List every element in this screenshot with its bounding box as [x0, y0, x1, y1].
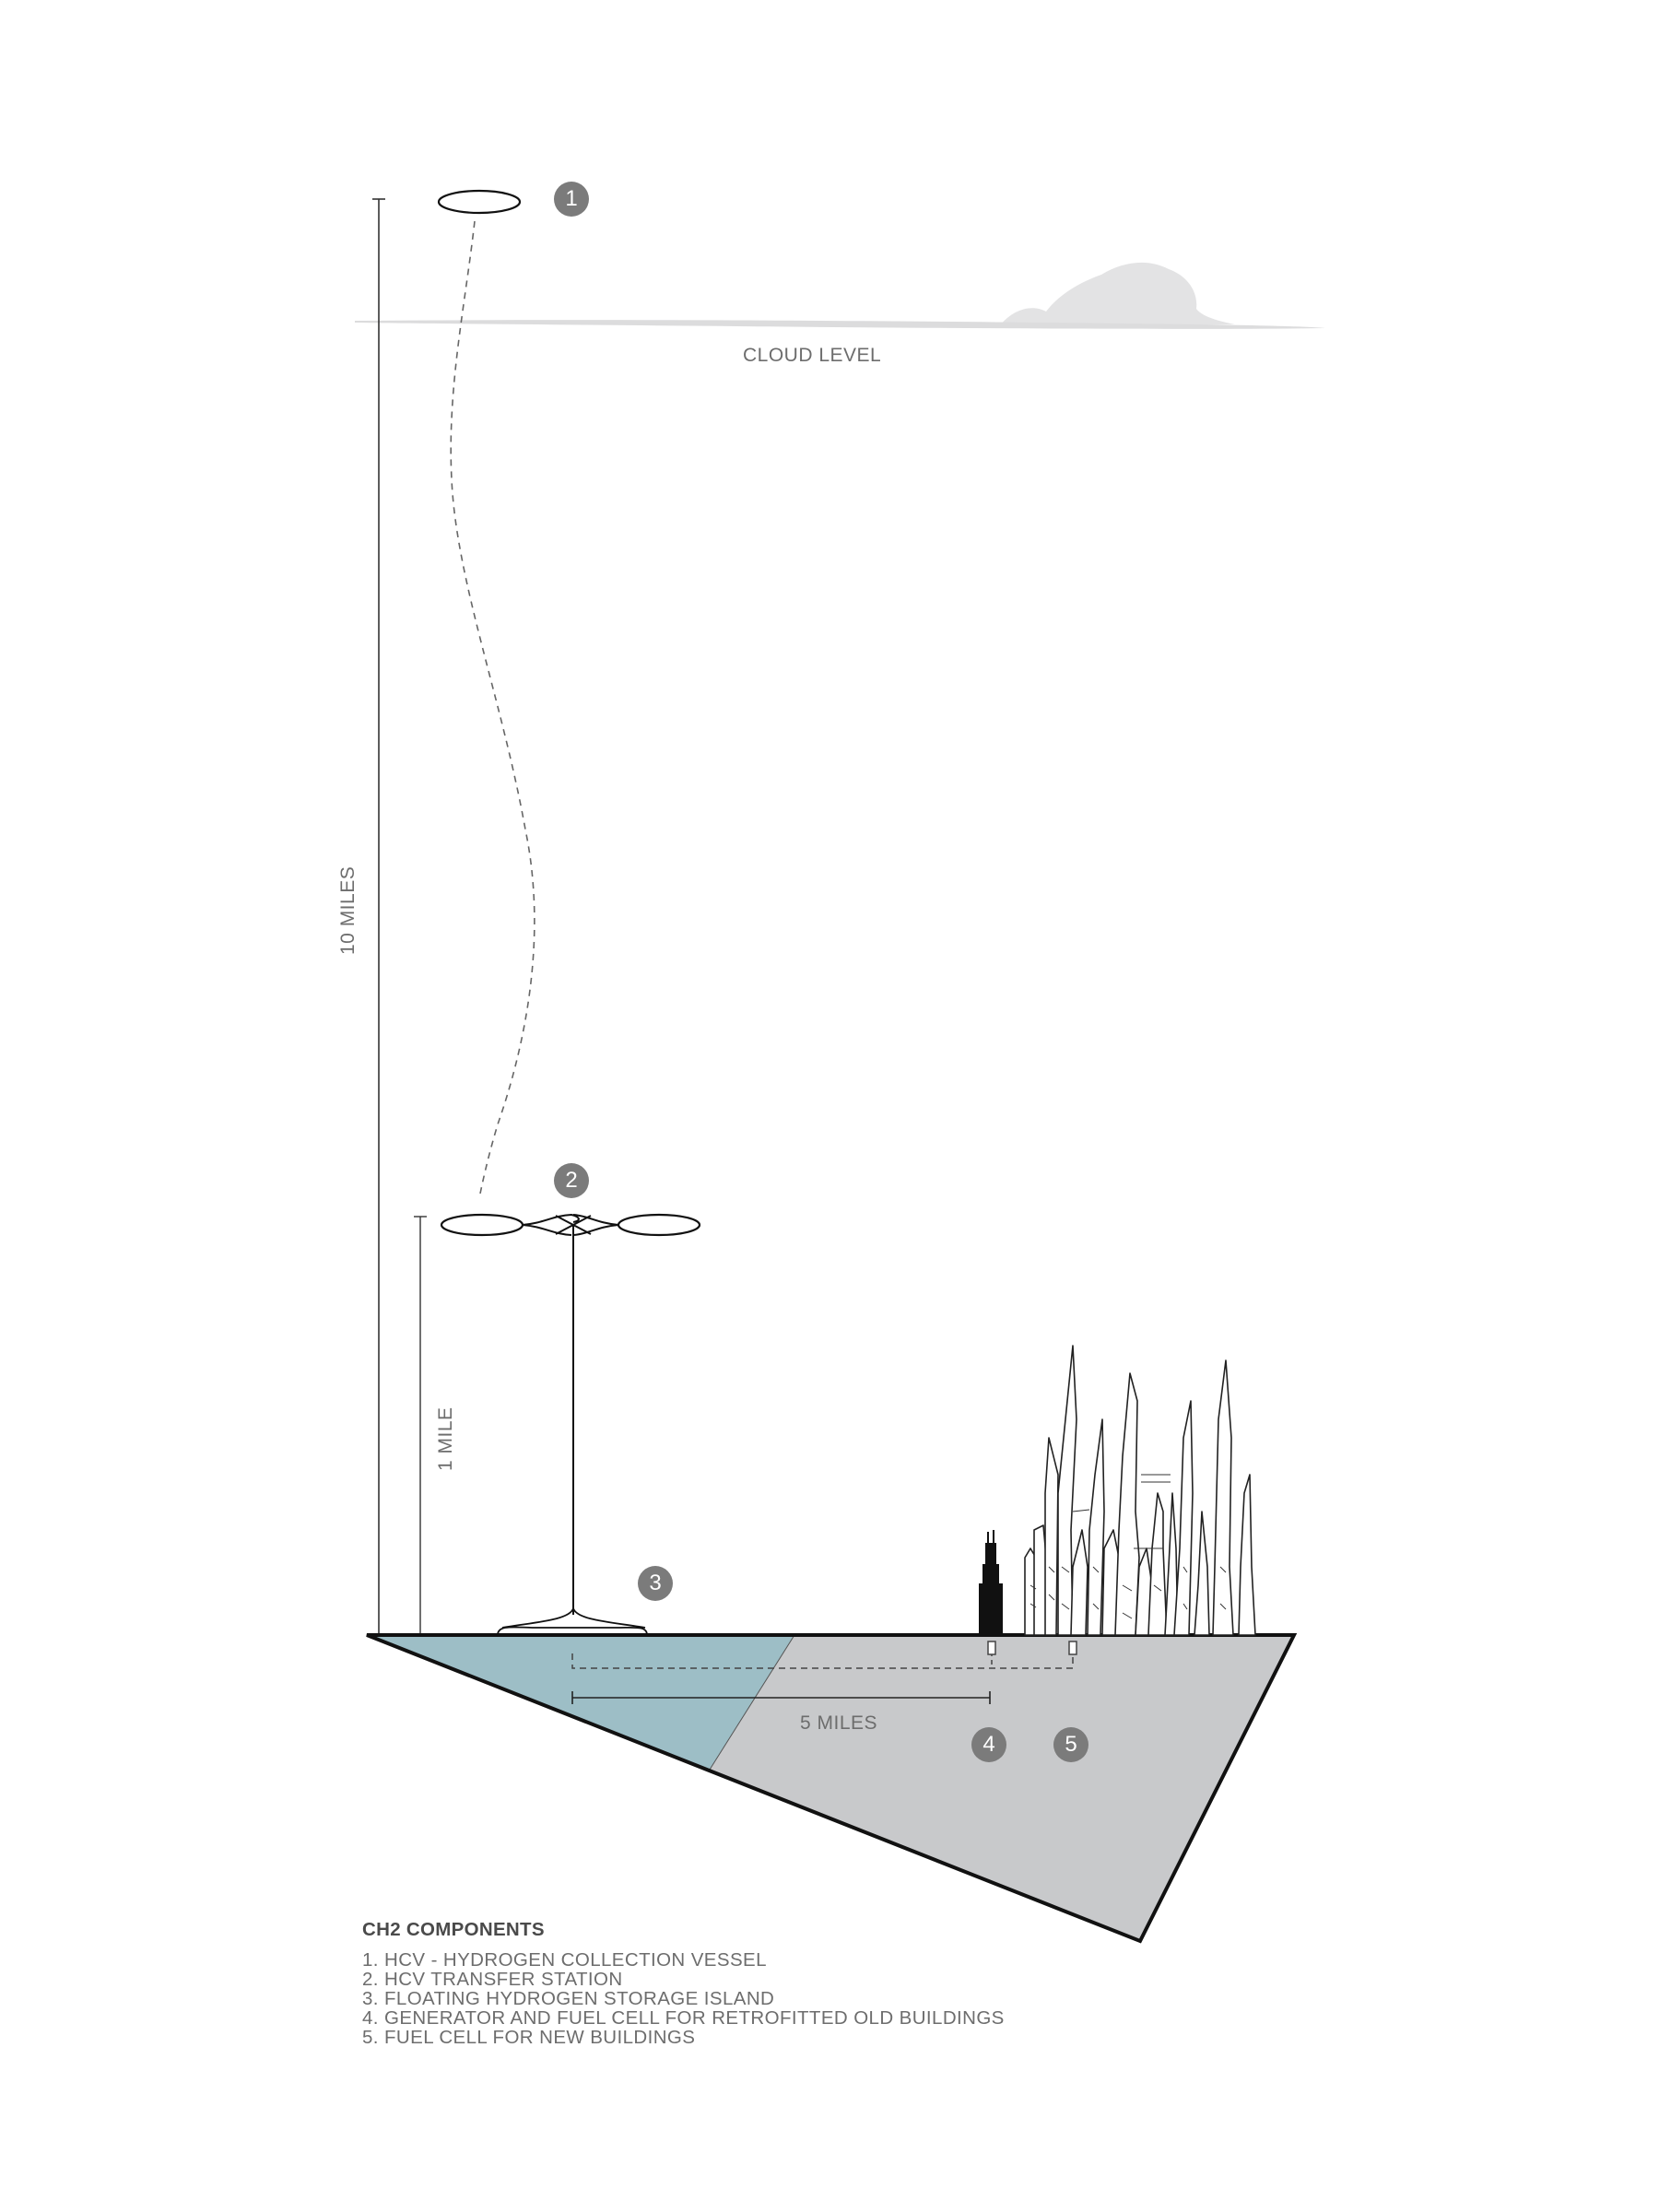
new-buildings-skyline [1024, 1345, 1256, 1636]
transfer-hub [522, 1213, 619, 1236]
tower-o [1238, 1474, 1256, 1636]
skyline-details [1030, 1474, 1227, 1619]
marker-2: 2 [554, 1163, 589, 1198]
components-legend: CH2 COMPONENTS 1. HCV - HYDROGEN COLLECT… [362, 1920, 1005, 2047]
cloud-level-label: CLOUD LEVEL [743, 345, 882, 366]
ten-miles-dimension [372, 198, 385, 1636]
tower-j [1147, 1492, 1168, 1636]
tower-f [1087, 1418, 1105, 1636]
one-mile-label: 1 MILE [435, 1406, 456, 1471]
tower-l [1173, 1400, 1194, 1636]
tower-n [1212, 1359, 1234, 1636]
old-tower [979, 1530, 1003, 1635]
ten-miles-label: 10 MILES [337, 865, 359, 955]
pipeline [571, 1641, 1077, 1669]
tower-m [1194, 1511, 1210, 1636]
legend-item: 4. GENERATOR AND FUEL CELL FOR RETROFITT… [362, 2007, 1005, 2029]
cloud-shape [1000, 262, 1235, 327]
transfer-balloon-right [617, 1213, 701, 1237]
fuel-cell-unit [1068, 1641, 1077, 1655]
five-miles-label: 5 MILES [800, 1712, 878, 1734]
transfer-balloon-left [440, 1213, 524, 1237]
ground-section [366, 1633, 1298, 1944]
legend-item: 2. HCV TRANSFER STATION [362, 1969, 623, 1990]
ground-outline [366, 1633, 1298, 1944]
marker-1: 1 [554, 182, 589, 217]
legend-item: 3. FLOATING HYDROGEN STORAGE ISLAND [362, 1988, 775, 2009]
hcv-tether [450, 220, 535, 1199]
marker-5: 5 [1053, 1727, 1088, 1762]
marker-3: 3 [638, 1566, 673, 1601]
marker-4: 4 [971, 1727, 1006, 1762]
cloud-level-line [355, 320, 1325, 329]
legend-title: CH2 COMPONENTS [362, 1919, 545, 1940]
storage-island-top [497, 1626, 648, 1636]
five-miles-dimension [571, 1691, 991, 1704]
hcv-vessel [437, 189, 522, 215]
legend-item: 5. FUEL CELL FOR NEW BUILDINGS [362, 2027, 696, 2048]
generator-unit [987, 1641, 996, 1655]
tower-e [1070, 1529, 1088, 1636]
one-mile-dimension [414, 1216, 427, 1636]
tower-h [1114, 1372, 1140, 1636]
tower-c [1044, 1437, 1059, 1636]
water-fill [367, 1635, 794, 1770]
legend-item: 1. HCV - HYDROGEN COLLECTION VESSEL [362, 1949, 767, 1971]
transfer-mast-base [501, 1607, 646, 1629]
cloud-level [355, 262, 1325, 329]
transfer-station [440, 1213, 701, 1629]
